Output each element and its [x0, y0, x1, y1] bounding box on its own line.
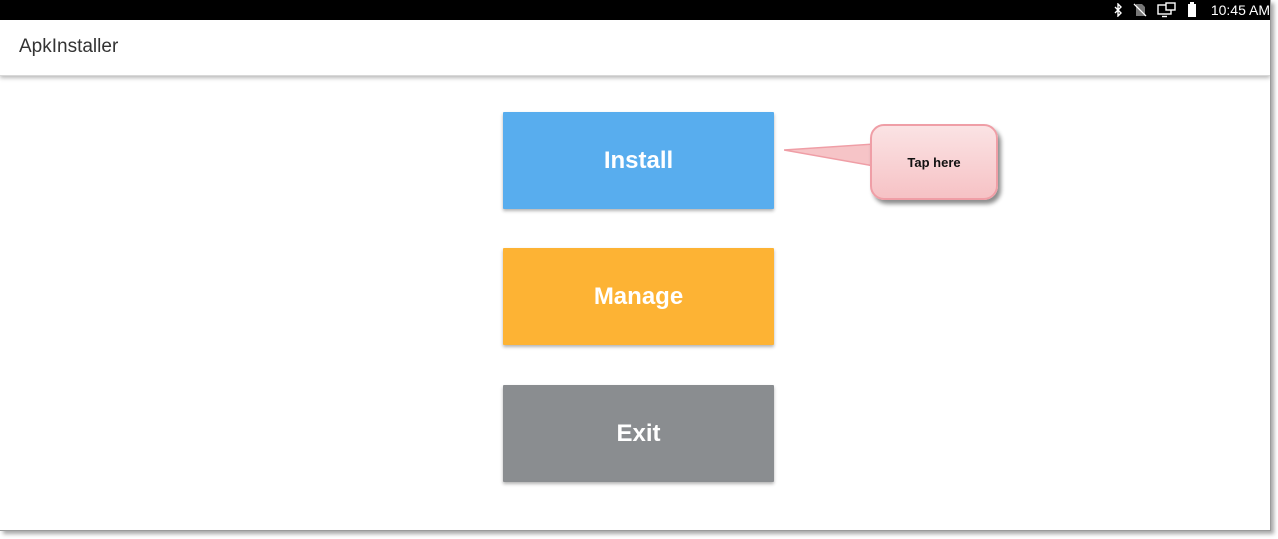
battery-icon [1187, 2, 1197, 18]
callout-text: Tap here [907, 154, 961, 170]
callout-pointer [784, 143, 875, 167]
no-sim-icon [1133, 2, 1147, 18]
install-button[interactable]: Install [503, 112, 774, 209]
app-window: 10:45 AM ApkInstaller Install Manage Exi… [0, 0, 1271, 531]
app-bar: ApkInstaller [0, 20, 1270, 76]
status-bar: 10:45 AM [0, 0, 1270, 20]
status-icons: 10:45 AM [1113, 2, 1270, 18]
tap-here-callout: Tap here [870, 124, 998, 200]
exit-button[interactable]: Exit [503, 385, 774, 482]
clock: 10:45 AM [1210, 2, 1270, 18]
cast-screen-icon [1157, 2, 1177, 18]
app-title: ApkInstaller [19, 36, 119, 57]
manage-button[interactable]: Manage [503, 248, 774, 345]
bluetooth-icon [1113, 2, 1123, 18]
